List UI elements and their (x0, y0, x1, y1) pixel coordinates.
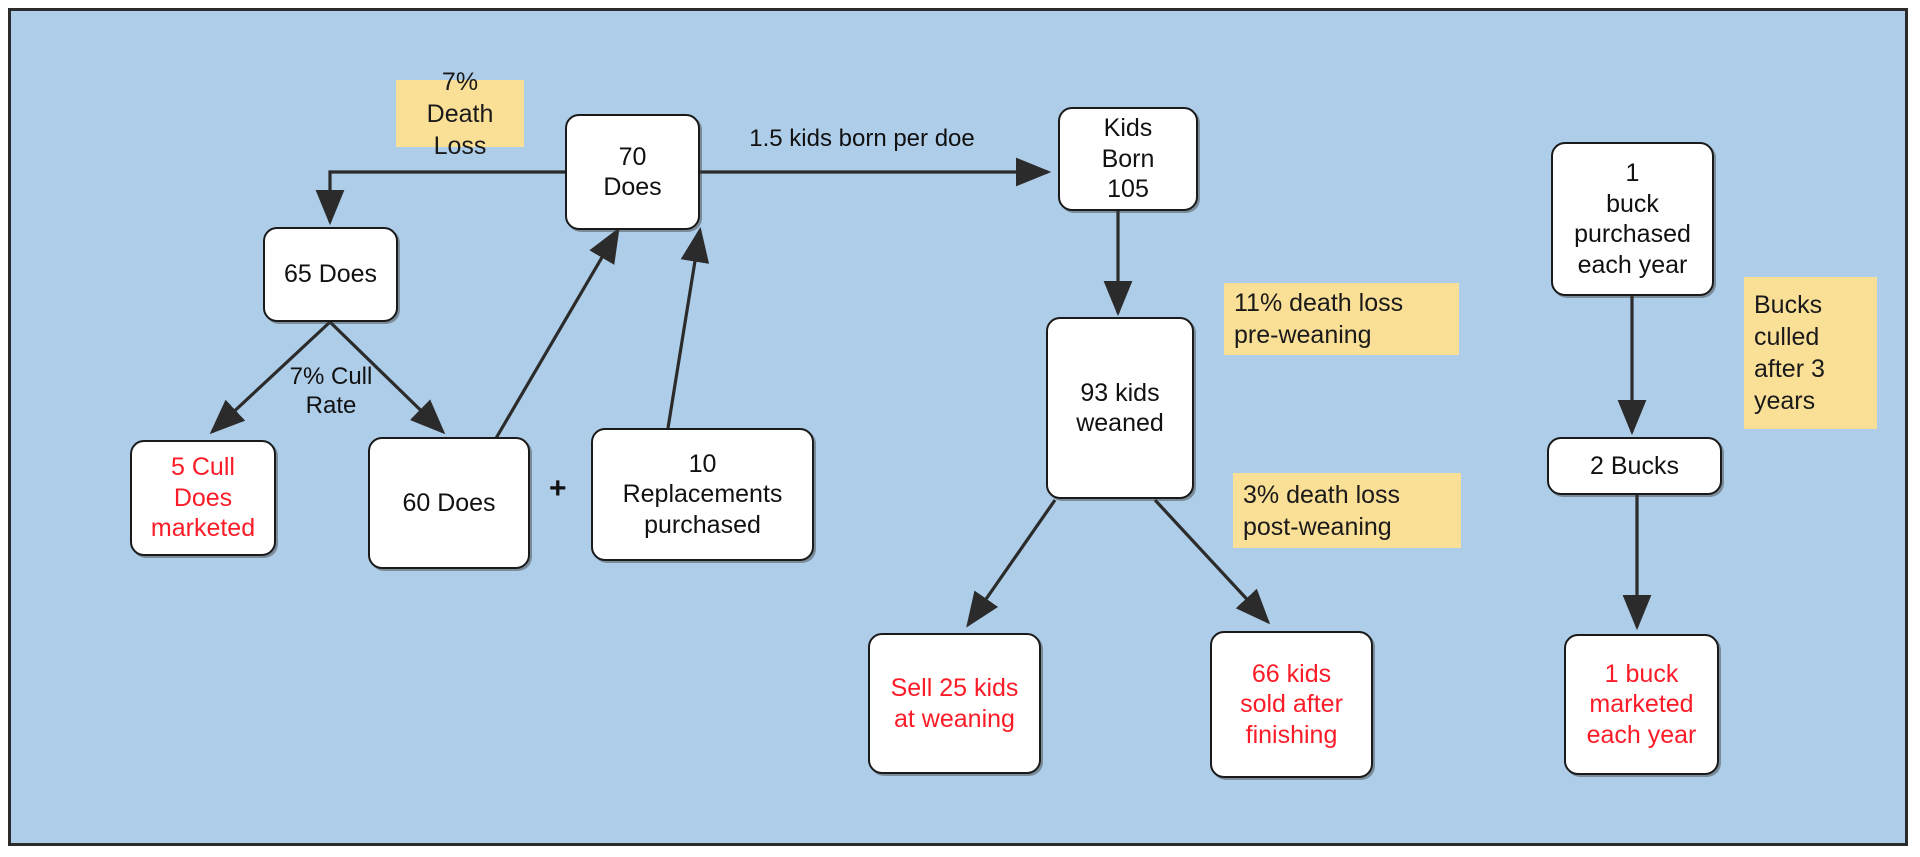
node-does-70[interactable]: 70 Does (565, 114, 700, 230)
note-doe-death-loss: 7% Death Loss (396, 68, 524, 160)
node-buck-purchased[interactable]: 1 buck purchased each year (1551, 142, 1714, 296)
node-does-60[interactable]: 60 Does (368, 437, 530, 569)
node-kids-weaned[interactable]: 93 kids weaned (1046, 317, 1194, 499)
node-buck-marketed[interactable]: 1 buck marketed each year (1564, 634, 1719, 775)
edge-label-cull-rate: 7% Cull Rate (289, 363, 373, 420)
node-replacements[interactable]: 10 Replacements purchased (591, 428, 814, 561)
node-does-65[interactable]: 65 Does (263, 227, 398, 322)
plus-sign: + (549, 472, 567, 505)
edge-label-kids-per-doe: 1.5 kids born per doe (749, 125, 975, 152)
node-sold-after-finishing[interactable]: 66 kids sold after finishing (1210, 631, 1373, 778)
node-kids-born[interactable]: Kids Born 105 (1058, 107, 1198, 211)
note-post-weaning-death-loss: 3% death loss post-weaning (1233, 473, 1461, 548)
node-cull-does[interactable]: 5 Cull Does marketed (130, 440, 276, 556)
node-sell-at-weaning[interactable]: Sell 25 kids at weaning (868, 633, 1041, 774)
node-two-bucks[interactable]: 2 Bucks (1547, 437, 1722, 495)
note-bucks-culled: Bucks culled after 3 years (1744, 277, 1877, 429)
note-pre-weaning-death-loss: 11% death loss pre-weaning (1224, 283, 1459, 355)
